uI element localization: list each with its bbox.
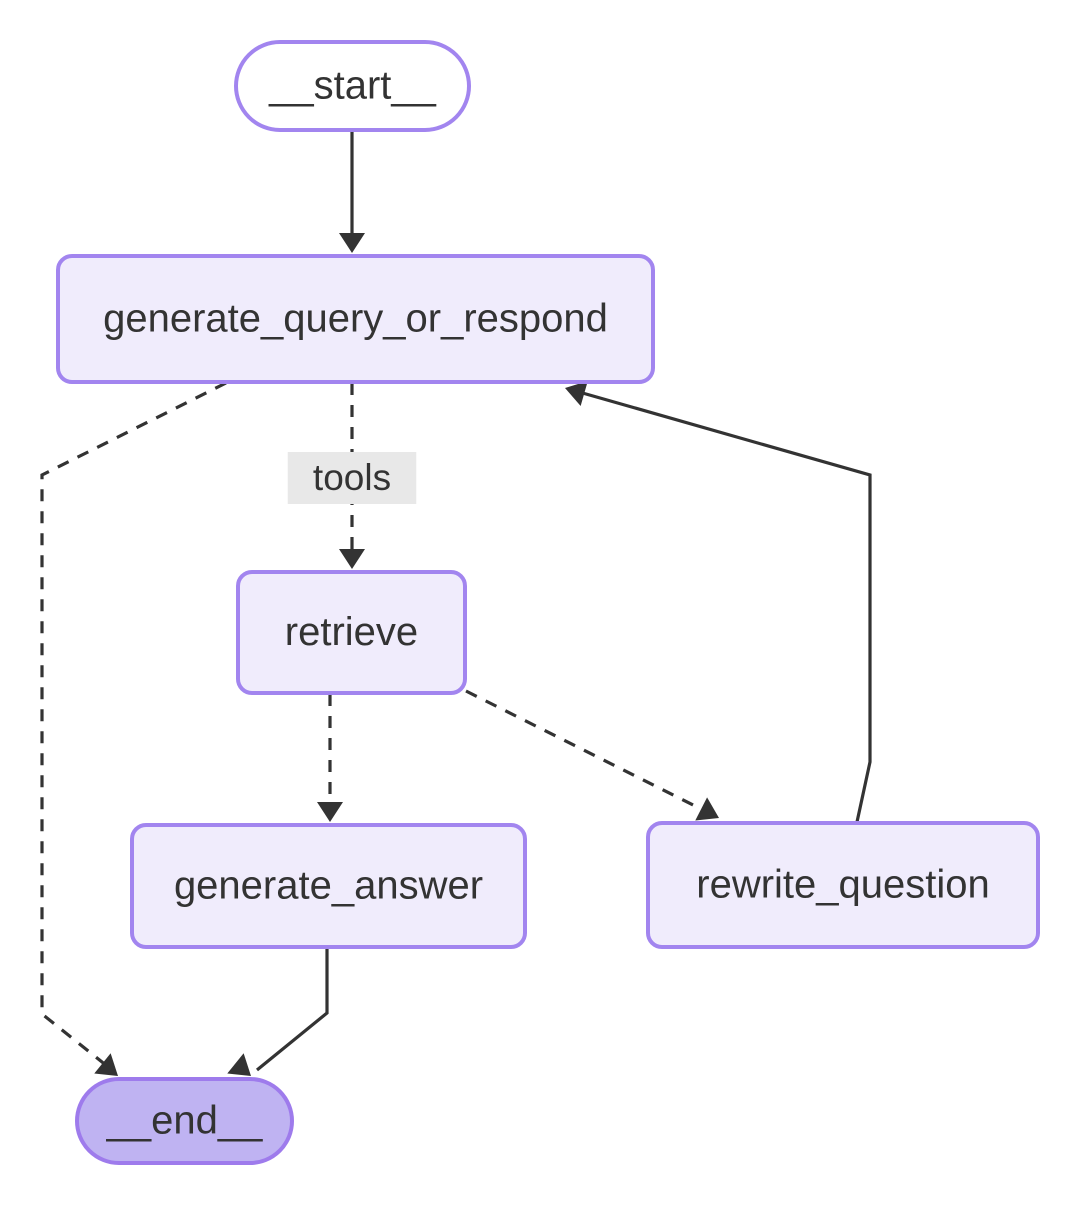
- arrow-retrieve-to-generate-answer: [317, 802, 343, 822]
- node-label-rewrite_question: rewrite_question: [696, 863, 990, 907]
- node-label-retrieve: retrieve: [285, 610, 418, 654]
- node-start[interactable]: __start__: [234, 40, 471, 132]
- edge-generate_answer-to-end: [255, 948, 329, 1072]
- arrow-rewrite-to-generate: [565, 381, 588, 407]
- node-label-generate_query_or_respond: generate_query_or_respond: [103, 297, 608, 341]
- edge-label-text: tools: [313, 457, 391, 498]
- edge-labels-layer: tools: [287, 452, 417, 504]
- node-label-end: __end__: [106, 1099, 263, 1143]
- arrow-start-to-generate: [339, 233, 365, 253]
- arrowheads-layer: [94, 233, 719, 1076]
- arrow-retrieve-to-rewrite-question: [695, 797, 719, 821]
- edge-retrieve-to-rewrite_question: [465, 689, 714, 817]
- node-end[interactable]: __end__: [75, 1077, 294, 1165]
- node-retrieve[interactable]: retrieve: [236, 570, 467, 695]
- edge-rewrite_question-to-generate_query_or_respond: [571, 388, 872, 823]
- nodes-layer: __start__ generate_query_or_respondretrie…: [56, 40, 1040, 1165]
- node-rewrite_question[interactable]: rewrite_question: [646, 821, 1040, 949]
- node-shape-rewrite_question: [646, 821, 1040, 949]
- edges-layer: [40, 130, 872, 1072]
- edge-label-background: [287, 452, 417, 504]
- node-shape-retrieve: [236, 570, 467, 695]
- node-shape-generate_query_or_respond: [56, 254, 655, 384]
- node-generate_query_or_respond[interactable]: generate_query_or_respond: [56, 254, 655, 384]
- node-generate_answer[interactable]: generate_answer: [130, 823, 527, 949]
- arrow-generate-to-end: [94, 1053, 118, 1076]
- arrow-generate-to-retrieve: [339, 549, 365, 569]
- arrow-generate-answer-to-end: [227, 1053, 251, 1076]
- node-label-start: __start__: [268, 64, 437, 108]
- edge-label-generate-to-retrieve: tools: [287, 452, 417, 504]
- node-shape-generate_answer: [130, 823, 527, 949]
- edge-generate_query_or_respond-to-end: [40, 381, 227, 1072]
- node-shape-end: [75, 1077, 294, 1165]
- node-shape-start: [234, 40, 471, 132]
- node-label-generate_answer: generate_answer: [174, 864, 483, 908]
